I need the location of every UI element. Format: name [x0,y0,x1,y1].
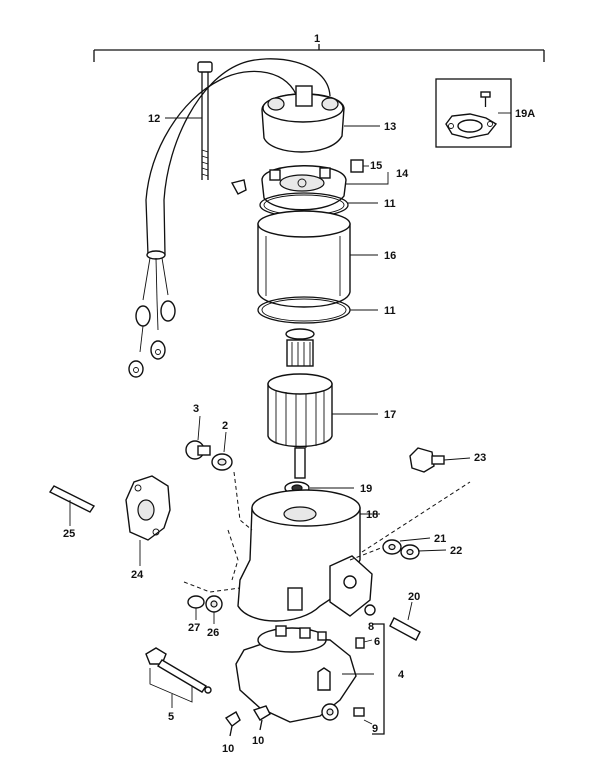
callout-17: 17 [384,409,396,421]
callout-20: 20 [408,591,420,603]
stud-25 [48,485,96,526]
callout-25: 25 [63,528,75,540]
dashed-guides [183,471,471,593]
nut-washer-26-27 [187,595,223,624]
plug-washer-2-3 [185,415,233,471]
assembly-bracket [93,44,545,62]
callout-12: 12 [148,113,160,125]
callout-3: 3 [193,403,199,415]
stud-20 [389,601,421,641]
callout-11-lower: 11 [384,305,396,317]
callout-16: 16 [384,250,396,262]
callout-19: 19 [360,483,372,495]
screws-6-8-9 [353,637,373,725]
callout-8: 8 [368,621,374,633]
through-bolt [165,61,213,180]
valve-spool-5 [145,647,212,708]
pump-housing [237,489,380,622]
motor-yoke [257,210,378,308]
screws-10 [224,705,271,737]
end-cap [261,85,380,153]
callout-15: 15 [370,160,382,172]
callout-1: 1 [314,33,320,45]
callout-14: 14 [396,168,409,180]
callout-10-right: 10 [252,735,264,747]
callout-labels: 1 19A 12 13 15 14 11 16 11 3 17 2 23 19 … [63,33,535,755]
cable-harness [128,58,331,378]
callout-9: 9 [372,723,378,735]
callout-2: 2 [222,420,228,432]
callout-11-upper: 11 [384,198,396,210]
callout-27: 27 [188,622,200,634]
callout-24: 24 [131,569,144,581]
callout-6: 6 [374,636,380,648]
callout-4: 4 [398,669,405,681]
callout-19a: 19A [515,108,535,120]
callout-13: 13 [384,121,396,133]
o-ring-lower [257,296,378,324]
callout-5: 5 [168,711,174,723]
inset-box-19a [435,78,512,148]
callout-21: 21 [434,533,446,545]
valve-base [235,625,374,723]
callout-18: 18 [366,509,378,521]
callout-26: 26 [207,627,219,639]
armature [267,328,378,479]
brush-clip [230,159,389,195]
brush-plate [261,165,347,211]
callout-23: 23 [474,452,486,464]
flange-24 [125,475,171,566]
nut-washer-21-22 [382,537,447,560]
bolt-23 [409,447,471,473]
callout-22: 22 [450,545,462,557]
bracket-4 [372,623,385,735]
callout-10-left: 10 [222,743,234,755]
